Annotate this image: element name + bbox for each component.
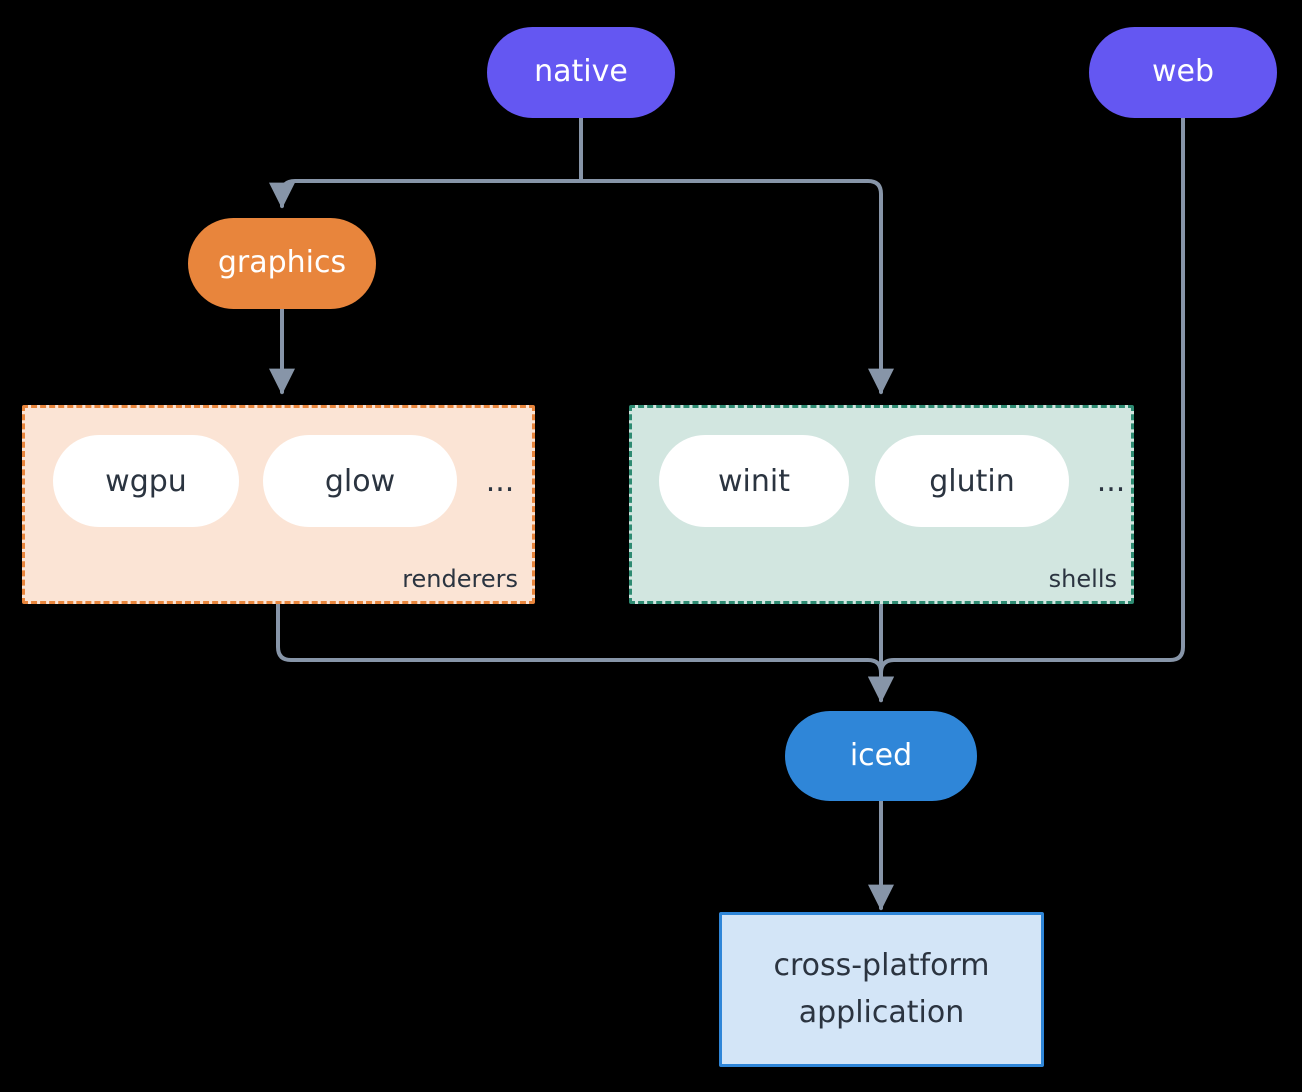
node-cross-platform-application[interactable]: cross-platform application [719, 912, 1044, 1067]
edge-renderers-iced [276, 602, 894, 703]
node-iced-label: iced [849, 737, 913, 773]
node-winit[interactable]: winit [659, 435, 849, 527]
node-native[interactable]: native [487, 27, 675, 118]
group-shells: winit glutin ... shells [629, 405, 1134, 604]
node-glow[interactable]: glow [263, 435, 457, 527]
shells-overflow-ellipsis: ... [1088, 460, 1134, 502]
node-graphics[interactable]: graphics [188, 218, 376, 309]
node-winit-label: winit [718, 463, 790, 499]
node-wgpu-label: wgpu [105, 463, 187, 499]
node-glow-label: glow [324, 463, 396, 499]
edge-native-graphics [269, 179, 583, 209]
group-renderers-label: renderers [402, 565, 518, 593]
renderers-overflow-label: ... [485, 463, 515, 499]
node-web[interactable]: web [1089, 27, 1277, 118]
node-wgpu[interactable]: wgpu [53, 435, 239, 527]
edge-native-shells [579, 179, 894, 395]
node-graphics-label: graphics [217, 245, 347, 281]
node-native-label: native [534, 54, 628, 90]
node-glutin[interactable]: glutin [875, 435, 1069, 527]
renderers-overflow-ellipsis: ... [477, 460, 523, 502]
node-web-label: web [1151, 54, 1215, 90]
group-shells-label: shells [1048, 565, 1117, 593]
group-renderers: wgpu glow ... renderers [22, 405, 535, 604]
node-glutin-label: glutin [929, 463, 1015, 499]
node-application-label: cross-platform application [773, 948, 990, 1030]
edge-web-iced [868, 116, 1185, 703]
shells-overflow-label: ... [1096, 463, 1126, 499]
node-iced[interactable]: iced [785, 711, 977, 801]
